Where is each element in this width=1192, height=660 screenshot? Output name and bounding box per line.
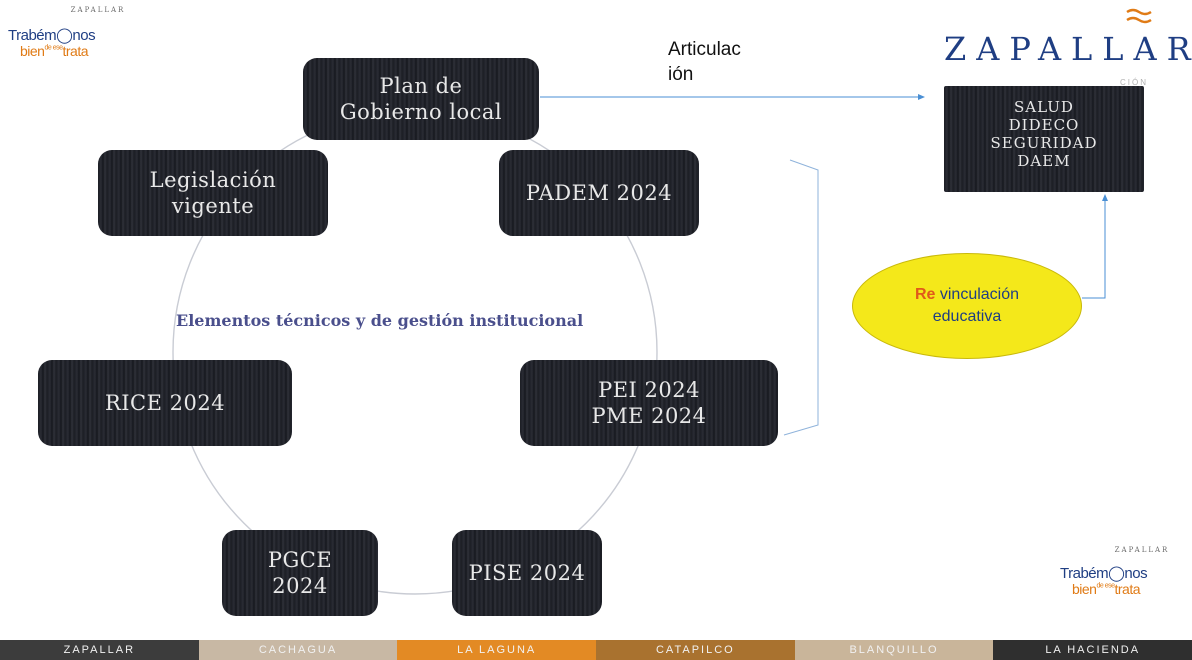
footer-localities-bar: ZAPALLAR CACHAGUA LA LAGUNA CATAPILCO BL… <box>0 640 1192 660</box>
footer-segment: CACHAGUA <box>198 640 398 660</box>
zapallar-brand-sub: CIÓN <box>1120 78 1148 87</box>
cycle-center-label: Elementos técnicos y de gestión instituc… <box>176 311 584 330</box>
footer-segment: BLANQUILLO <box>794 640 994 660</box>
logo-main-text-bottom: Trabém◯nos <box>1060 565 1148 582</box>
logo-de-ese-text-bottom: de ese <box>1096 582 1115 590</box>
trabajemos-logo-bottom: ZAPALLAR Trabém◯nos biende esetrata <box>1060 546 1180 626</box>
revinculacion-educativa-ellipse: Re vinculación educativa <box>852 253 1082 359</box>
footer-segment: CATAPILCO <box>596 640 795 660</box>
articulacion-label: Articulac ión <box>668 39 741 85</box>
trabajemos-logo: ZAPALLAR Trabém◯nos biende esetrata <box>8 6 138 96</box>
footer-segment: ZAPALLAR <box>0 640 199 660</box>
node-pei-pme-2024: PEI 2024 PME 2024 <box>520 360 778 446</box>
footer-segment: LA HACIENDA <box>993 640 1192 660</box>
node-pgce-2024: PGCE 2024 <box>222 530 378 616</box>
node-rice-2024: RICE 2024 <box>38 360 292 446</box>
node-legislacion-vigente: Legislación vigente <box>98 150 328 236</box>
logo-trata-text: trata <box>62 43 89 59</box>
departments-box: SALUD DIDECO SEGURIDAD DAEM <box>944 86 1144 192</box>
revinculacion-text: vinculación educativa <box>932 286 1020 325</box>
waves-icon <box>1126 8 1152 24</box>
logo-bien-text-bottom: bien <box>1072 581 1097 597</box>
node-padem-2024: PADEM 2024 <box>499 150 699 236</box>
zapallar-brand-title: ZAPALLAR <box>944 30 1192 68</box>
revinculacion-re: Re <box>914 286 936 303</box>
node-plan-gobierno-local: Plan de Gobierno local <box>303 58 539 140</box>
logo-zapallar-small-bottom: ZAPALLAR <box>1114 546 1170 554</box>
logo-de-ese-text: de ese <box>44 44 63 52</box>
node-pise-2024: PISE 2024 <box>452 530 602 616</box>
logo-trata-text-bottom: trata <box>1114 581 1141 597</box>
logo-bien-text: bien <box>20 43 45 59</box>
up-arrow <box>1082 194 1108 299</box>
bracket-line <box>783 159 819 436</box>
footer-segment: LA LAGUNA <box>397 640 597 660</box>
logo-zapallar-small: ZAPALLAR <box>70 6 126 14</box>
logo-main-text: Trabém◯nos <box>8 27 96 44</box>
